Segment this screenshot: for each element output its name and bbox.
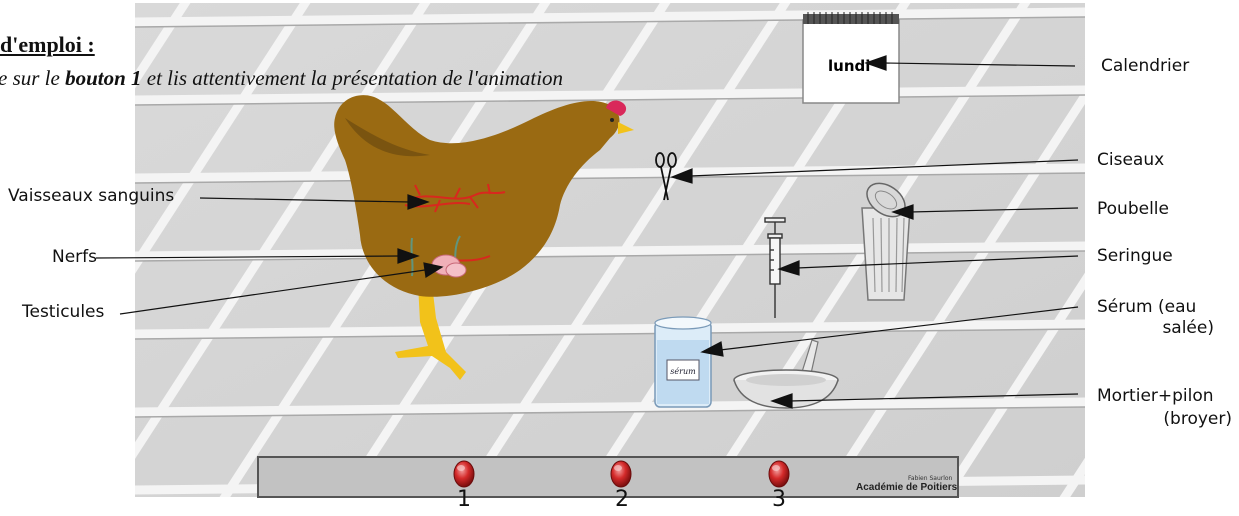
label-seringue: Seringue bbox=[1097, 246, 1173, 266]
syringe-icon[interactable] bbox=[764, 217, 786, 318]
button-1-number: 1 bbox=[457, 487, 471, 512]
label-mortier: Mortier+pilon bbox=[1097, 386, 1214, 406]
trash-bin-icon[interactable] bbox=[861, 176, 911, 301]
credit-institution: Académie de Poitiers bbox=[856, 482, 958, 493]
label-poubelle: Poubelle bbox=[1097, 199, 1169, 219]
label-serum: Sérum (eau bbox=[1097, 297, 1197, 317]
calendar-day: lundi bbox=[828, 57, 870, 75]
label-serum-detail: salée) bbox=[1162, 318, 1214, 338]
label-nerfs: Nerfs bbox=[52, 247, 98, 267]
serum-jar-icon[interactable]: sérum bbox=[654, 316, 712, 408]
button-2-number: 2 bbox=[615, 487, 629, 512]
hen-illustration[interactable] bbox=[334, 95, 634, 380]
label-calendrier: Calendrier bbox=[1101, 56, 1190, 76]
control-bar bbox=[257, 456, 959, 498]
label-pointers bbox=[95, 55, 1079, 409]
button-3-number: 3 bbox=[772, 487, 786, 512]
instructions-button-ref: bouton 1 bbox=[65, 66, 142, 90]
label-testicules: Testicules bbox=[22, 302, 105, 322]
serum-jar-label: sérum bbox=[670, 367, 696, 376]
instructions-line: e sur le bouton 1 et lis attentivement l… bbox=[0, 66, 563, 91]
instructions-title: d'emploi : bbox=[0, 32, 95, 57]
label-ciseaux: Ciseaux bbox=[1097, 150, 1165, 170]
label-mortier-detail: (broyer) bbox=[1163, 409, 1232, 429]
button-1[interactable] bbox=[453, 460, 475, 488]
label-vaisseaux: Vaisseaux sanguins bbox=[8, 186, 175, 206]
button-3[interactable] bbox=[768, 460, 790, 488]
instructions-prefix: e sur le bbox=[0, 66, 66, 90]
instructions-suffix: et lis attentivement la présentation de … bbox=[141, 66, 564, 90]
scissors-icon[interactable] bbox=[655, 152, 677, 201]
credit-author: Fabien Saurlon bbox=[908, 475, 953, 482]
button-2[interactable] bbox=[610, 460, 632, 488]
